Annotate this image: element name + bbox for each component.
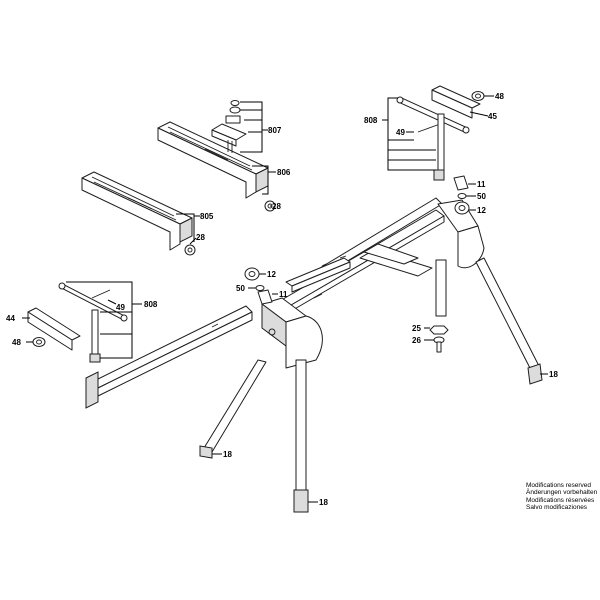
callout-25: 25 (412, 324, 421, 333)
leg-rear (435, 259, 447, 317)
notice-line-en: Modifications reserved (526, 482, 592, 489)
callout-18-right: 18 (549, 370, 558, 379)
callout-49-right: 49 (396, 128, 405, 137)
clamp-11-left (257, 289, 273, 305)
fence-plate-44 (27, 307, 81, 351)
clamp-kit-807 (211, 100, 247, 153)
callout-807: 807 (268, 126, 282, 135)
modifications-notice: Modifications reserved Änderungen vorbeh… (526, 482, 597, 512)
leg-center (293, 359, 309, 513)
roller-support-808-right (396, 96, 470, 181)
washer-50-left (255, 285, 265, 291)
callout-805: 805 (200, 212, 214, 221)
callout-26: 26 (412, 336, 421, 345)
callout-labels: 807 806 28 805 28 808 48 45 49 11 50 12 … (6, 92, 558, 507)
knob-12-left (244, 267, 260, 281)
leg-left-front (199, 359, 267, 459)
callout-28-upper: 28 (272, 202, 281, 211)
callout-808-right: 808 (364, 116, 378, 125)
knob-48-left (32, 337, 46, 347)
extension-arm-806 (157, 121, 269, 199)
callout-11-right: 11 (477, 180, 486, 189)
callout-50-left: 50 (236, 284, 245, 293)
notice-line-it: Salvo modificaziones (526, 504, 588, 512)
clamp-11-right (453, 175, 469, 191)
notice-line-de: Änderungen vorbehalten (526, 489, 598, 497)
knob-28-lower (184, 244, 196, 256)
callout-50-right: 50 (477, 192, 486, 201)
knob-48-right (471, 91, 485, 101)
callout-12-right: 12 (477, 206, 486, 215)
callout-18-left: 18 (223, 450, 232, 459)
left-slide-rail (85, 305, 253, 409)
nut-25 (429, 325, 449, 335)
notice-line-fr: Modifications réservées (526, 496, 595, 504)
fence-plate-45 (431, 85, 481, 119)
callout-28-lower: 28 (196, 233, 205, 242)
callout-49-left: 49 (116, 303, 125, 312)
callout-806: 806 (277, 168, 291, 177)
roller-support-808-left (58, 282, 128, 363)
callout-12-left: 12 (267, 270, 276, 279)
extension-arm-805 (81, 171, 193, 251)
callout-808-left: 808 (144, 300, 158, 309)
screw-26 (433, 336, 445, 353)
washer-50-right (457, 193, 467, 199)
leader-lines (22, 95, 548, 503)
callout-18-center: 18 (319, 498, 328, 507)
callout-48-right: 48 (495, 92, 504, 101)
callout-11-left: 11 (279, 290, 288, 299)
callout-48-left: 48 (12, 338, 21, 347)
leg-right (475, 257, 543, 385)
knob-12-right (454, 201, 470, 215)
main-frame (261, 197, 485, 369)
callout-45: 45 (488, 112, 497, 121)
callout-44: 44 (6, 314, 15, 323)
